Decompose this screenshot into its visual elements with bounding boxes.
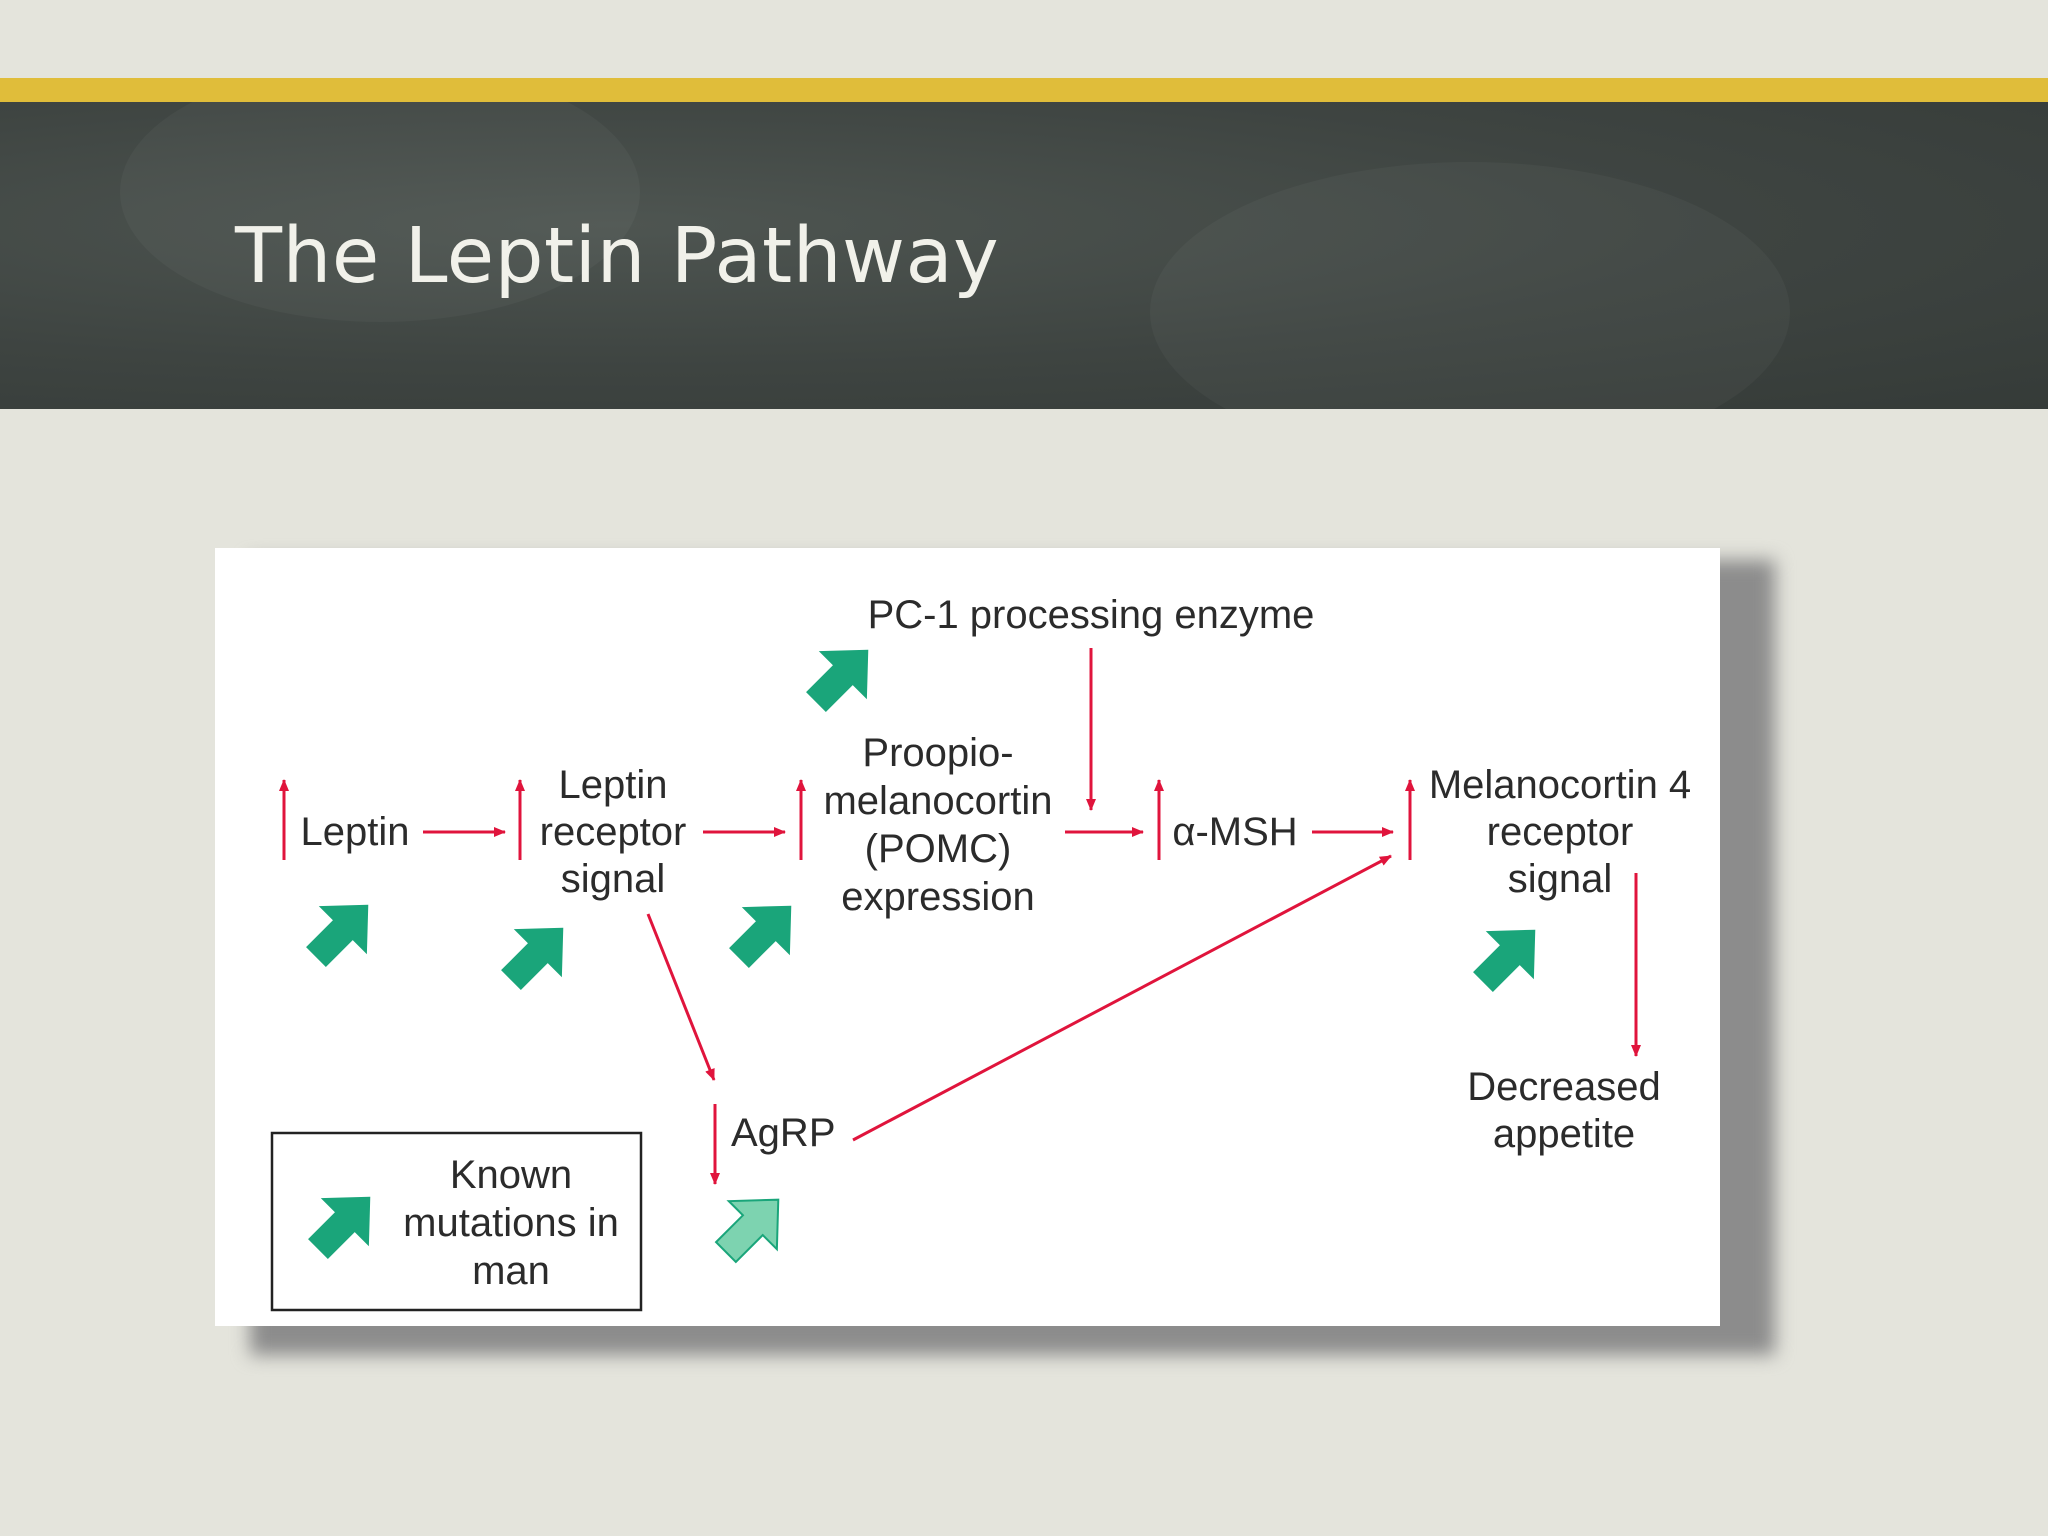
node-pomc-line: Proopio-	[862, 731, 1013, 775]
node-leptin-line: Leptin	[301, 810, 410, 854]
legend-label-line: man	[472, 1249, 550, 1293]
node-leptin-receptor-line: signal	[561, 857, 666, 901]
arrow-agrp-to-mc4r	[852, 854, 1392, 1142]
node-leptin: Leptin	[301, 810, 410, 854]
slide-header: The Leptin Pathway	[0, 102, 2048, 409]
node-agrp-line: AgRP	[731, 1111, 836, 1155]
node-pomc: Proopio-melanocortin(POMC)expression	[823, 731, 1052, 919]
mutation-arrow-agrp	[700, 1174, 804, 1278]
node-pomc-line: (POMC)	[865, 827, 1012, 871]
node-leptin-receptor-line: receptor	[540, 810, 687, 854]
node-melanocortin-4-receptor-line: Melanocortin 4	[1429, 763, 1691, 807]
arrow-receptor-to-agrp	[646, 913, 716, 1081]
accent-bar	[0, 78, 2048, 102]
node-leptin-receptor-line: Leptin	[559, 763, 668, 807]
node-decreased-appetite-line: appetite	[1493, 1112, 1635, 1156]
node-melanocortin-4-receptor-line: signal	[1508, 857, 1613, 901]
node-melanocortin-4-receptor-line: receptor	[1487, 810, 1634, 854]
slide-title: The Leptin Pathway	[235, 212, 1000, 301]
mutation-arrow-leptin-receptor	[486, 903, 588, 1005]
mutation-arrow-mc4r	[1458, 905, 1560, 1007]
node-pomc-line: expression	[841, 875, 1034, 919]
node-pomc-line: melanocortin	[823, 779, 1052, 823]
mutation-arrow-pc1	[791, 625, 893, 727]
node-agrp: AgRP	[731, 1111, 836, 1155]
mutation-arrow-pomc	[714, 881, 816, 983]
node-pc1-enzyme-line: PC-1 processing enzyme	[868, 593, 1315, 637]
node-decreased-appetite-line: Decreased	[1467, 1065, 1660, 1109]
node-alpha-msh: α-MSH	[1172, 810, 1297, 854]
node-alpha-msh-line: α-MSH	[1172, 810, 1297, 854]
node-pc1-enzyme: PC-1 processing enzyme	[868, 593, 1315, 637]
legend-label-line: Known	[450, 1153, 572, 1197]
legend-box	[270, 1131, 643, 1312]
mutation-arrow-legend	[293, 1172, 395, 1274]
legend-label-line: mutations in	[403, 1201, 619, 1245]
mutation-arrow-leptin	[291, 880, 393, 982]
